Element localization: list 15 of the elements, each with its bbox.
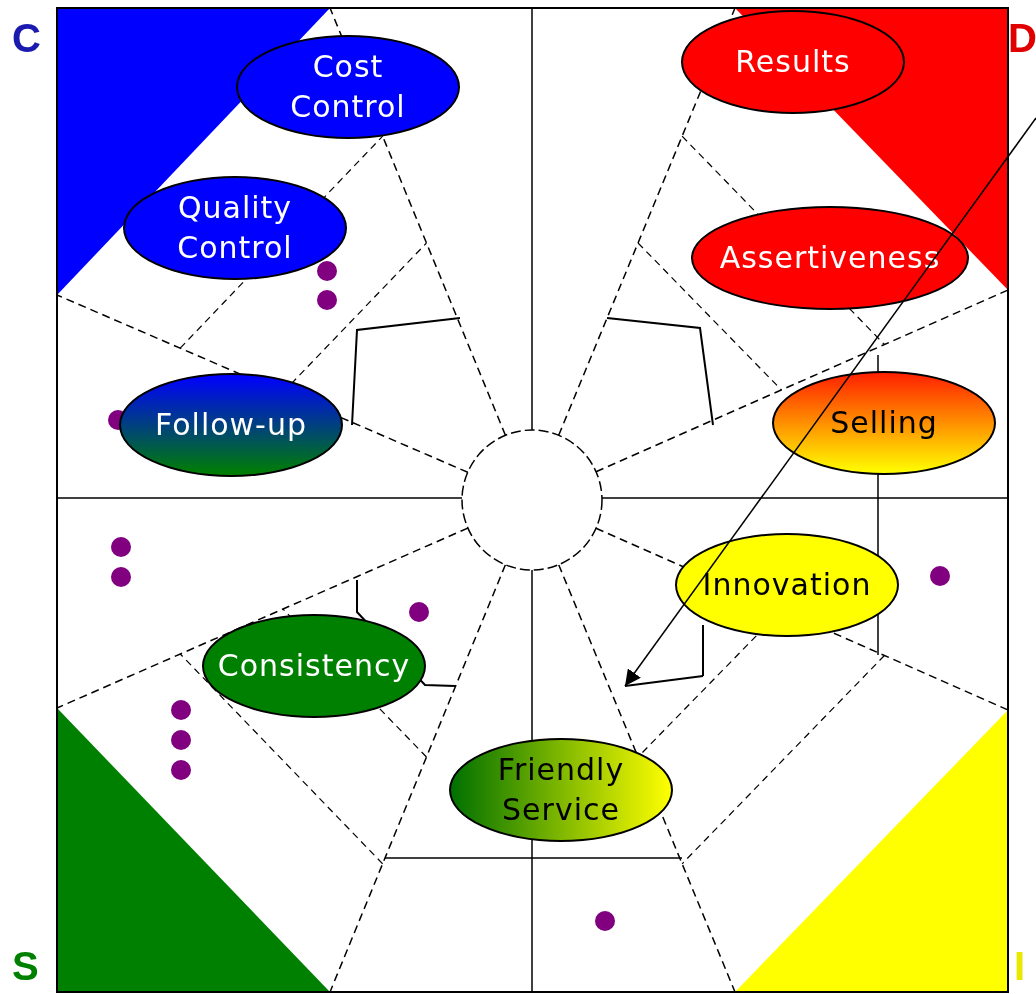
- ellipse-node: Follow-up: [119, 373, 343, 477]
- ellipse-node: Innovation: [675, 533, 899, 637]
- ellipse-node: Selling: [772, 371, 996, 475]
- ellipse-node: Consistency: [202, 614, 426, 718]
- ellipse-node: Quality Control: [123, 176, 347, 280]
- ellipse-node: Cost Control: [236, 35, 460, 139]
- corner-letter: I: [1014, 944, 1026, 988]
- ellipse-node: Friendly Service: [449, 738, 673, 842]
- corner-letter: S: [12, 944, 39, 988]
- profile-line: [624, 675, 704, 687]
- corner-letter: D: [1008, 16, 1036, 60]
- arrow: [624, 117, 1036, 687]
- corner-letter: C: [12, 16, 41, 60]
- ellipse-node: Results: [681, 10, 905, 114]
- ellipse-node: Assertiveness: [691, 206, 969, 310]
